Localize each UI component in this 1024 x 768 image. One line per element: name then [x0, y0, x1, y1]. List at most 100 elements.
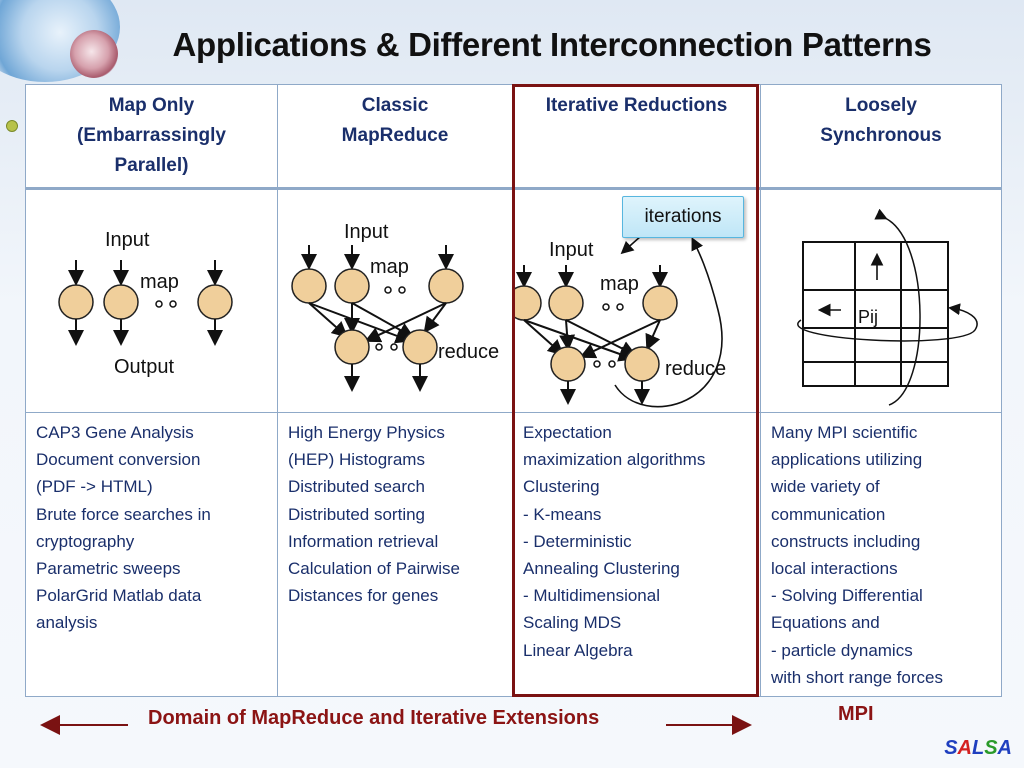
- arrow: [308, 302, 348, 338]
- header-line: MapReduce: [341, 125, 449, 146]
- example-item: maximization algorithms: [523, 450, 706, 470]
- example-item: High Energy Physics: [288, 423, 445, 442]
- mpi-label: MPI: [838, 703, 874, 725]
- iterations-callout: iterations: [622, 196, 744, 238]
- example-item: Parametric sweeps: [36, 559, 181, 579]
- example-item: Distributed sorting: [288, 504, 426, 524]
- logo-letter: S: [944, 737, 958, 759]
- grid-frame: [802, 241, 949, 387]
- header-line: Classic: [361, 95, 429, 116]
- example-item: - Deterministic: [523, 531, 632, 551]
- example-item: - K-means: [523, 504, 602, 524]
- input-label: Input: [549, 239, 594, 261]
- bullet-icon: [6, 120, 18, 132]
- horizontal-loop: [797, 303, 978, 342]
- example-item: applications utilizing: [771, 450, 923, 470]
- example-item: (HEP) Histograms: [288, 450, 425, 470]
- header-loosely-synchronous: Loosely Synchronous: [760, 84, 1002, 190]
- input-label: Input: [344, 221, 389, 243]
- cell-label: Pij: [858, 307, 878, 327]
- arrow: [364, 302, 447, 343]
- mapreduce-diagram: Input map reduce: [291, 221, 499, 392]
- header-line: Synchronous: [820, 125, 942, 146]
- examples-iterative-reductions: Expectation maximization algorithms Clus…: [512, 412, 761, 697]
- logo-letter: L: [971, 737, 985, 759]
- example-item: - Solving Differential: [771, 586, 923, 606]
- example-item: (PDF -> HTML): [36, 477, 153, 497]
- arrow: [645, 319, 661, 351]
- arrow: [423, 302, 447, 334]
- diagram-loosely-synchronous: Pij: [760, 188, 1002, 413]
- map-only-diagram: Input map Output: [58, 229, 233, 378]
- input-label: Input: [105, 229, 150, 251]
- logo-letter: A: [997, 737, 1012, 759]
- diagram-map-only: Input map Output: [25, 188, 278, 413]
- ellipsis-dot: [616, 303, 624, 311]
- example-item: Annealing Clustering: [523, 559, 680, 579]
- header-line: (Embarrassingly: [77, 125, 226, 146]
- example-item: Many MPI scientific: [771, 423, 918, 442]
- ellipsis-dot: [169, 300, 177, 308]
- ellipsis-dot: [390, 343, 398, 351]
- header-line: Loosely: [845, 95, 917, 116]
- example-item: Clustering: [523, 477, 600, 497]
- iterative-diagram: Input map reduce: [513, 235, 726, 408]
- example-item: Document conversion: [36, 450, 201, 470]
- map-label: map: [370, 256, 409, 278]
- ellipsis-dot: [375, 343, 383, 351]
- examples-loosely-synchronous: Many MPI scientific applications utilizi…: [760, 412, 1002, 697]
- example-item: constructs including: [771, 531, 921, 551]
- example-item: analysis: [36, 613, 98, 633]
- ellipsis-dot: [155, 300, 163, 308]
- ellipsis-dot: [602, 303, 610, 311]
- example-item: Information retrieval: [288, 531, 439, 551]
- arrow: [559, 319, 576, 351]
- example-item: - particle dynamics: [771, 640, 913, 660]
- domain-caption: Domain of MapReduce and Iterative Extens…: [148, 707, 600, 729]
- example-item: PolarGrid Matlab data: [36, 586, 202, 606]
- example-item: Brute force searches in: [36, 504, 211, 524]
- example-item: wide variety of: [771, 477, 880, 497]
- header-line: Iterative Reductions: [545, 95, 728, 116]
- salsa-logo: SALSA: [944, 737, 1012, 760]
- example-item: cryptography: [36, 531, 135, 551]
- arrow: [523, 319, 635, 362]
- arrow: [565, 319, 637, 356]
- map-label: map: [600, 273, 639, 295]
- grid-diagram: Pij: [797, 208, 978, 406]
- header-line: Map Only: [108, 95, 195, 116]
- logo-letter: S: [984, 737, 998, 759]
- ellipsis-dot: [384, 286, 392, 294]
- ellipsis-dot: [593, 360, 601, 368]
- header-map-only: Map Only (Embarrassingly Parallel): [25, 84, 278, 190]
- examples-map-only: CAP3 Gene Analysis Document conversion (…: [25, 412, 278, 697]
- example-item: Scaling MDS: [523, 613, 622, 633]
- vertical-loop: [874, 208, 921, 406]
- example-item: local interactions: [771, 559, 898, 579]
- header-classic-mapreduce: Classic MapReduce: [277, 84, 513, 190]
- example-item: Distances for genes: [288, 586, 439, 606]
- example-item: Linear Algebra: [523, 640, 633, 660]
- example-item: with short range forces: [771, 667, 943, 687]
- example-item: CAP3 Gene Analysis: [36, 423, 194, 442]
- reduce-label: reduce: [438, 341, 499, 363]
- ellipsis-dot: [608, 360, 616, 368]
- patterns-table: Map Only (Embarrassingly Parallel) Class…: [25, 84, 1002, 697]
- ellipsis-dot: [398, 286, 406, 294]
- example-item: Distributed search: [288, 477, 426, 497]
- iteration-pointer: [620, 235, 642, 255]
- map-label: map: [140, 271, 179, 293]
- example-item: Calculation of Pairwise: [288, 559, 460, 579]
- example-item: Expectation: [523, 423, 612, 442]
- diagram-classic-mapreduce: Input map reduce: [277, 188, 513, 413]
- arrow: [351, 302, 415, 338]
- slide-title: Applications & Different Interconnection…: [172, 26, 932, 63]
- examples-classic-mapreduce: High Energy Physics (HEP) Histograms Dis…: [277, 412, 513, 697]
- header-line: Parallel): [114, 155, 189, 176]
- example-item: Equations and: [771, 613, 880, 633]
- header-iterative-reductions: Iterative Reductions: [512, 84, 761, 190]
- reduce-label: reduce: [665, 358, 726, 380]
- output-label: Output: [114, 356, 174, 378]
- iteration-loop: [614, 237, 723, 408]
